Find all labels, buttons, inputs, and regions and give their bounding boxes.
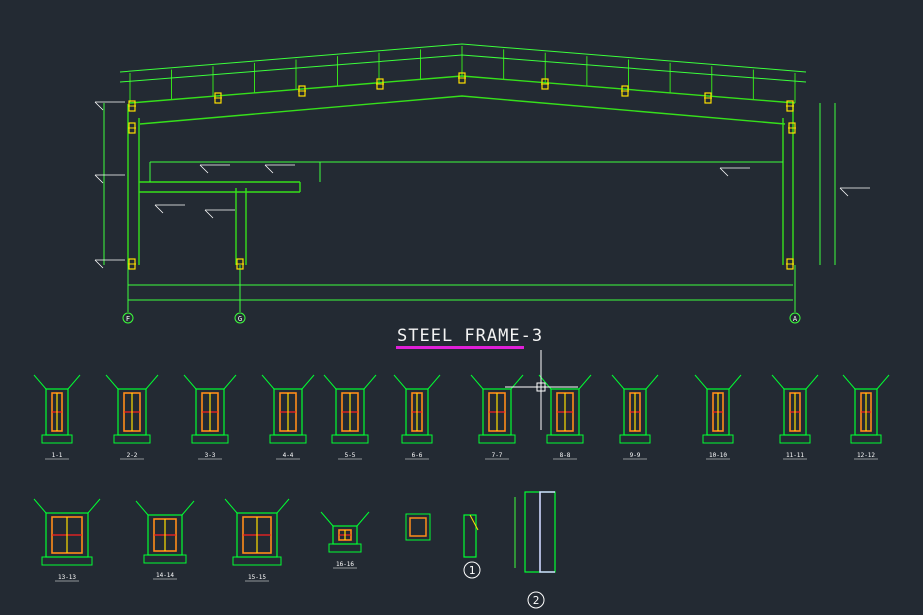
crosshair-cursor	[505, 350, 578, 430]
section-label: 8-8	[560, 452, 571, 459]
section-detail: 8-8	[538, 374, 592, 460]
section-detail: 6-6	[393, 374, 441, 460]
bolt-group	[236, 258, 244, 270]
title-underline	[396, 346, 524, 349]
bolt-group	[214, 92, 222, 104]
steel-frame-elevation	[127, 46, 796, 265]
section-detail: 12-12	[842, 374, 890, 460]
annotation-leader	[94, 174, 125, 184]
bolt-group	[541, 78, 549, 90]
drawing-title: STEEL FRAME-3	[397, 326, 544, 346]
section-detail: 13-13	[33, 498, 101, 582]
section-label: 7-7	[492, 452, 503, 459]
section-detail: 7-7	[470, 374, 524, 460]
bolt-group	[786, 258, 794, 270]
bolt-group	[621, 85, 629, 97]
bolt-group	[128, 100, 136, 112]
bolt-group	[704, 92, 712, 104]
section-detail: 5-5	[323, 374, 377, 460]
axis-label: A	[793, 315, 798, 323]
section-label: 11-11	[786, 452, 804, 459]
bolt-group	[786, 100, 794, 112]
annotation-leader	[839, 187, 870, 197]
axis-bubble-a: A	[789, 312, 801, 324]
section-detail: 1-1	[33, 374, 81, 460]
annotation-leader	[264, 164, 295, 174]
callout-detail-2	[514, 491, 556, 573]
section-label: 9-9	[630, 452, 641, 459]
section-label: 16-16	[336, 561, 354, 568]
annotation-leader	[94, 101, 125, 111]
section-detail: 15-15	[224, 498, 290, 582]
callout-bubble-1: 1	[463, 561, 481, 579]
section-detail: 16-16	[320, 511, 370, 569]
section-label: 6-6	[412, 452, 423, 459]
section-label: 12-12	[857, 452, 875, 459]
annotation-leader	[154, 204, 185, 214]
section-label: 5-5	[345, 452, 356, 459]
section-label: 1-1	[52, 452, 63, 459]
section-label: 2-2	[127, 452, 138, 459]
section-label: 13-13	[58, 574, 76, 581]
section-detail: 4-4	[261, 374, 315, 460]
section-detail: 14-14	[135, 500, 195, 580]
bolt-group	[458, 72, 466, 84]
callout-number: 1	[469, 564, 476, 577]
callout-bubble-2: 2	[527, 591, 545, 609]
section-label: 4-4	[283, 452, 294, 459]
axis-bubble-g: G	[234, 312, 246, 324]
bolt-group	[376, 78, 384, 90]
bolt-group	[788, 122, 796, 134]
bolt-group	[298, 85, 306, 97]
section-label: 3-3	[205, 452, 216, 459]
plate-detail	[405, 513, 431, 541]
section-detail: 3-3	[183, 374, 237, 460]
section-label: 10-10	[709, 452, 727, 459]
rafter-top-line	[129, 75, 796, 104]
section-detail: 2-2	[105, 374, 159, 460]
bolt-group	[128, 258, 136, 270]
callout-number: 2	[533, 594, 540, 607]
section-detail: 10-10	[694, 374, 742, 460]
callout-detail-1	[463, 514, 479, 558]
annotation-leader	[94, 259, 125, 269]
section-detail: 9-9	[611, 374, 659, 460]
annotation-leader	[199, 164, 230, 174]
axis-label: G	[238, 315, 242, 323]
axis-label: F	[126, 315, 130, 323]
section-detail: 11-11	[771, 374, 819, 460]
section-label: 14-14	[156, 572, 174, 579]
section-label: 15-15	[248, 574, 266, 581]
rafter-bottom-line	[139, 95, 786, 125]
annotation-leader	[719, 167, 750, 177]
bolt-group	[128, 122, 136, 134]
annotation-leader	[204, 209, 235, 219]
axis-bubble-f: F	[122, 312, 134, 324]
